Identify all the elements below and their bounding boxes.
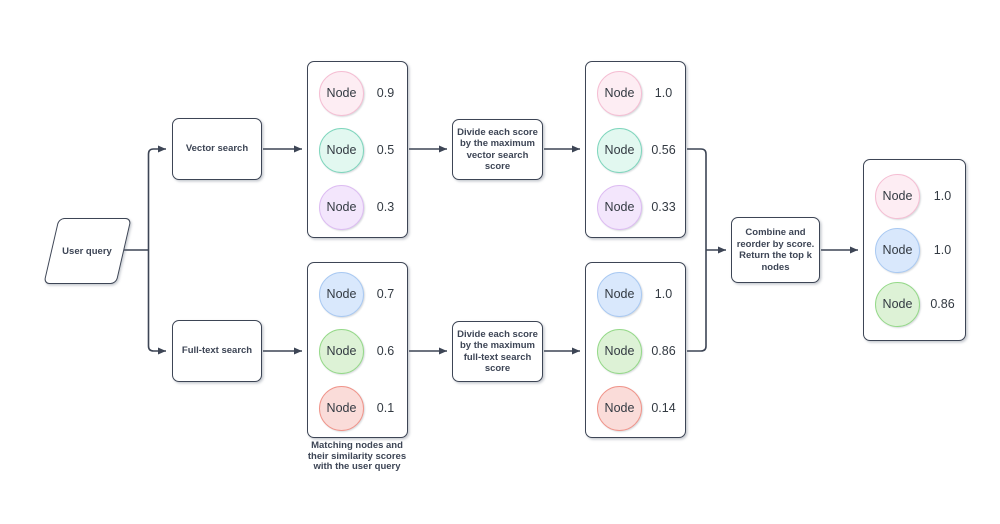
node-circle: Node xyxy=(319,127,364,173)
node-label: Node xyxy=(604,200,635,214)
node-circle: Node xyxy=(875,173,920,219)
node-row: Node 0.3 xyxy=(308,179,407,236)
combine-label: Combine and reorder by score. Return the… xyxy=(733,227,819,273)
node-label: Node xyxy=(326,287,357,301)
node-row: Node 0.9 xyxy=(308,65,407,122)
divide-vector-label: Divide each score by the maximum vector … xyxy=(453,127,542,173)
node-score: 1.0 xyxy=(654,86,673,100)
divide-fulltext-line1: Divide each score xyxy=(457,328,538,340)
node-score: 0.7 xyxy=(376,287,395,301)
divide-vector-box: Divide each score by the maximum vector … xyxy=(452,119,543,180)
node-row: Node 0.86 xyxy=(586,323,685,380)
node-circle: Node xyxy=(597,70,642,116)
combine-line4: nodes xyxy=(761,261,790,273)
divide-vector-line2: by the maximum xyxy=(460,138,535,149)
fulltext-normalized-box: Node 1.0 Node 0.86 Node 0.14 xyxy=(585,262,686,438)
user-query-label: User query xyxy=(62,245,112,257)
node-circle: Node xyxy=(319,271,364,317)
caption-line1: Matching nodes and xyxy=(311,440,403,451)
node-row: Node 1.0 xyxy=(586,266,685,323)
vector-search-label: Vector search xyxy=(185,143,249,155)
node-label: Node xyxy=(326,344,357,358)
node-score: 0.56 xyxy=(651,143,676,157)
divide-fulltext-line2: by the maximum xyxy=(460,340,535,351)
fulltext-search-label: Full-text search xyxy=(181,345,253,357)
divide-vector-line4: score xyxy=(484,161,511,172)
node-score: 1.0 xyxy=(933,243,952,257)
caption-line2: their similarity scores xyxy=(307,450,407,462)
node-row: Node 1.0 xyxy=(864,223,965,277)
node-label: Node xyxy=(882,243,913,257)
divide-vector-line3: vector search xyxy=(466,149,529,161)
divide-vector-line1: Divide each score xyxy=(457,126,538,138)
node-label: Node xyxy=(882,189,913,203)
node-label: Node xyxy=(882,297,913,311)
divide-fulltext-label: Divide each score by the maximum full-te… xyxy=(453,329,542,375)
node-row: Node 0.7 xyxy=(308,266,407,323)
vector-results-box: Node 0.9 Node 0.5 Node 0.3 xyxy=(307,61,408,238)
combine-line1: Combine and xyxy=(745,227,806,238)
node-score: 0.9 xyxy=(376,86,395,100)
caption: Matching nodes and their similarity scor… xyxy=(287,440,427,473)
caption-line3: with the user query xyxy=(313,461,401,472)
node-label: Node xyxy=(604,143,635,157)
node-circle: Node xyxy=(875,227,920,273)
edge-to-vector-search xyxy=(147,145,166,250)
node-label: Node xyxy=(326,200,357,214)
node-row: Node 0.86 xyxy=(864,277,965,331)
node-circle: Node xyxy=(597,271,642,317)
node-score: 0.1 xyxy=(376,401,395,415)
node-score: 0.3 xyxy=(376,200,395,214)
node-circle: Node xyxy=(319,184,364,230)
node-row: Node 1.0 xyxy=(586,65,685,122)
vector-normalized-box: Node 1.0 Node 0.56 Node 0.33 xyxy=(585,61,686,238)
node-row: Node 0.56 xyxy=(586,122,685,179)
node-score: 0.33 xyxy=(651,200,676,214)
node-label: Node xyxy=(326,86,357,100)
node-row: Node 0.33 xyxy=(586,179,685,236)
node-score: 0.6 xyxy=(376,344,395,358)
fulltext-search-box: Full-text search xyxy=(172,320,262,382)
node-circle: Node xyxy=(319,328,364,374)
node-circle: Node xyxy=(597,184,642,230)
combine-box: Combine and reorder by score. Return the… xyxy=(731,217,820,283)
divide-fulltext-line4: score xyxy=(484,363,511,374)
user-query-shape: User query xyxy=(42,218,132,284)
fulltext-results-box: Node 0.7 Node 0.6 Node 0.1 xyxy=(307,262,408,438)
node-circle: Node xyxy=(319,70,364,116)
node-score: 1.0 xyxy=(654,287,673,301)
final-results-box: Node 1.0 Node 1.0 Node 0.86 xyxy=(863,159,966,341)
node-label: Node xyxy=(604,344,635,358)
node-score: 0.5 xyxy=(376,143,395,157)
node-label: Node xyxy=(326,401,357,415)
node-circle: Node xyxy=(597,328,642,374)
edge-norm-bottom-merge xyxy=(687,250,707,352)
divide-fulltext-box: Divide each score by the maximum full-te… xyxy=(452,321,543,382)
node-label: Node xyxy=(326,143,357,157)
node-row: Node 0.14 xyxy=(586,380,685,437)
vector-search-box: Vector search xyxy=(172,118,262,180)
node-row: Node 0.6 xyxy=(308,323,407,380)
node-circle: Node xyxy=(875,281,920,327)
node-label: Node xyxy=(604,287,635,301)
edge-norm-top-merge xyxy=(687,148,707,250)
node-row: Node 1.0 xyxy=(864,169,965,223)
node-circle: Node xyxy=(597,127,642,173)
node-label: Node xyxy=(604,86,635,100)
node-score: 0.86 xyxy=(930,297,955,311)
node-row: Node 0.1 xyxy=(308,380,407,437)
combine-line2: reorder by score. xyxy=(736,238,815,250)
edge-to-fulltext-search xyxy=(147,250,166,355)
divide-fulltext-line3: full-text search xyxy=(463,351,532,363)
combine-line3: Return the top k xyxy=(739,250,812,261)
node-circle: Node xyxy=(597,385,642,431)
node-circle: Node xyxy=(319,385,364,431)
node-row: Node 0.5 xyxy=(308,122,407,179)
node-label: Node xyxy=(604,401,635,415)
node-score: 0.86 xyxy=(651,344,676,358)
node-score: 0.14 xyxy=(651,401,676,415)
node-score: 1.0 xyxy=(933,189,952,203)
